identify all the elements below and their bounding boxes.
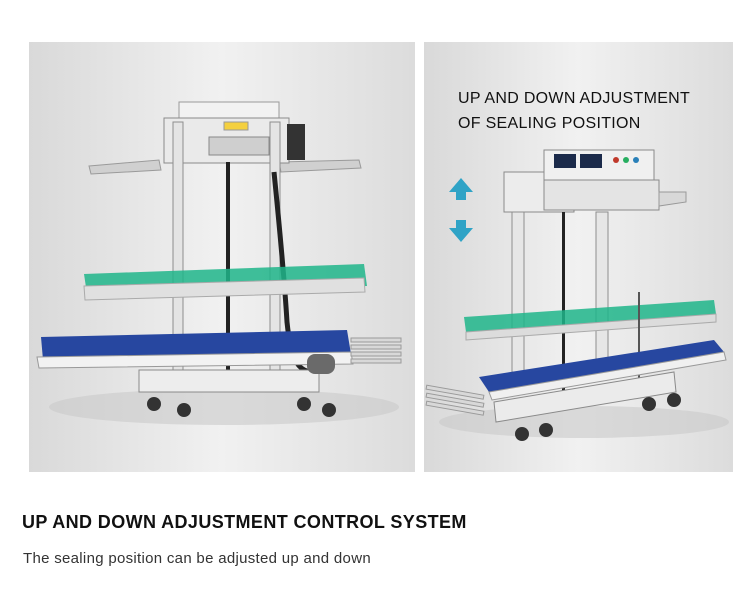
section-heading: UP AND DOWN ADJUSTMENT CONTROL SYSTEM bbox=[22, 512, 467, 532]
callout-line-2: OF SEALING POSITION bbox=[458, 115, 641, 132]
machine-front-view-photo bbox=[29, 42, 415, 472]
up-down-arrow-icon bbox=[449, 178, 473, 242]
machine-angled-view-photo: UP AND DOWN ADJUSTMENT OF SEALING POSITI… bbox=[424, 42, 733, 472]
adjustment-callout: UP AND DOWN ADJUSTMENT OF SEALING POSITI… bbox=[458, 86, 690, 136]
sealing-machine-front-illustration bbox=[36, 101, 402, 425]
sealing-machine-angled-illustration bbox=[425, 149, 729, 441]
section-description: The sealing position can be adjusted up … bbox=[23, 550, 371, 567]
callout-line-1: UP AND DOWN ADJUSTMENT bbox=[458, 90, 691, 107]
